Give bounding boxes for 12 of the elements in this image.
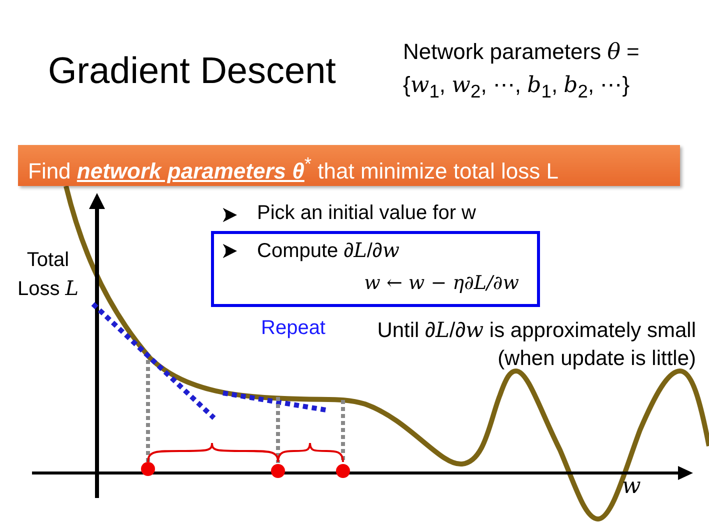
parameter-set-formula: Network parameters θ = {w$_{1}$, w$_{2}$, ⋯, b$_{1}$, b$_{2}$, ⋯}	[403, 38, 640, 104]
axis-label: Total Loss L	[16, 248, 80, 302]
loop-box	[211, 231, 540, 307]
step-text: Pick an initial value for w	[257, 202, 476, 225]
repeat-label: Repeat	[261, 317, 326, 340]
goal-text: Find network parameters θ$^{*}$ that minimize total loss L	[28, 153, 559, 184]
slide-title: Gradient Descent	[48, 50, 336, 92]
update-formula: w ← w − η∂L/∂w	[364, 272, 519, 294]
goal-banner	[18, 145, 680, 186]
axis-label: w	[622, 474, 641, 499]
stop-condition-text: Until ∂L/∂w is approximately small (when update is little)	[376, 317, 696, 372]
step-text: Compute ∂L/∂w	[257, 238, 400, 263]
